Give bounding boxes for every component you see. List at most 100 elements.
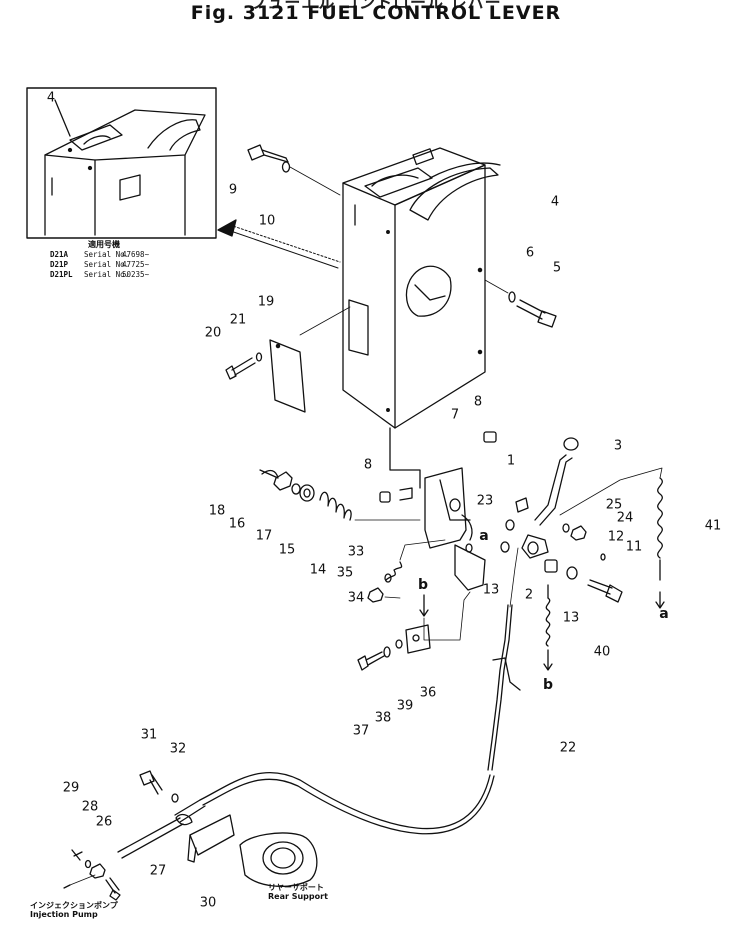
callout-b-lower: b bbox=[542, 677, 554, 693]
spring-40 bbox=[543, 584, 553, 671]
callout-20: 20 bbox=[204, 325, 222, 341]
washer-10 bbox=[281, 161, 341, 196]
callout-39: 39 bbox=[396, 698, 414, 714]
callout-38: 38 bbox=[374, 710, 392, 726]
callout-a-lower: a bbox=[659, 606, 669, 622]
callout-8-lower: 8 bbox=[363, 457, 373, 473]
callout-b-upper: b bbox=[417, 577, 429, 593]
callout-30: 30 bbox=[199, 895, 217, 911]
rear-support-jp: リヤーサポート bbox=[268, 883, 324, 892]
callout-37: 37 bbox=[352, 723, 370, 739]
callout-33: 33 bbox=[347, 544, 365, 560]
injection-pump-en: Injection Pump bbox=[30, 910, 98, 919]
callout-1: 1 bbox=[506, 453, 516, 469]
callout-28: 28 bbox=[81, 799, 99, 815]
spring-41 bbox=[559, 467, 665, 609]
b-arrow-1 bbox=[419, 591, 471, 641]
model: D21P bbox=[50, 260, 69, 269]
lever-1 bbox=[521, 454, 573, 559]
cabinet-housing bbox=[342, 147, 501, 429]
bolt-20 bbox=[225, 357, 256, 380]
bolt-23 bbox=[505, 497, 529, 531]
spacer-15 bbox=[299, 484, 315, 502]
rear-support bbox=[239, 832, 318, 887]
nut-16 bbox=[273, 471, 293, 491]
pin-18 bbox=[259, 469, 279, 479]
washer-38 bbox=[383, 646, 391, 658]
callout-35: 35 bbox=[336, 565, 354, 581]
bolt-37 bbox=[357, 651, 385, 671]
bolt-27 bbox=[105, 877, 121, 901]
washer-13b bbox=[566, 566, 578, 580]
bolt-31 bbox=[139, 770, 163, 795]
bracket-30 bbox=[187, 814, 235, 863]
callout-10: 10 bbox=[258, 213, 276, 229]
callout-6: 6 bbox=[525, 245, 535, 261]
callout-15: 15 bbox=[278, 542, 296, 558]
injection-pump-jp: インジェクションポンプ bbox=[30, 901, 118, 910]
serial-label: Serial No. bbox=[84, 260, 130, 269]
model: D21PL bbox=[50, 270, 73, 279]
callout-4-inset: 4 bbox=[46, 90, 56, 106]
callout-4: 4 bbox=[550, 194, 560, 210]
model: D21A bbox=[50, 250, 69, 259]
inset-row: D21P Serial No.47725~ bbox=[50, 260, 149, 270]
washer-6 bbox=[484, 279, 516, 303]
callout-3: 3 bbox=[613, 438, 623, 454]
bolt-5 bbox=[516, 299, 557, 328]
plate-36 bbox=[405, 624, 431, 654]
callout-29: 29 bbox=[62, 780, 80, 796]
title-japanese: フューエル コントロール レバー bbox=[250, 0, 502, 12]
callout-36: 36 bbox=[419, 685, 437, 701]
bushing-8a bbox=[379, 491, 391, 503]
callout-18: 18 bbox=[208, 503, 226, 519]
bolt-11 bbox=[587, 579, 623, 603]
washer-32 bbox=[171, 793, 179, 803]
callout-40: 40 bbox=[593, 644, 611, 660]
serial-number: 47725~ bbox=[122, 260, 150, 269]
washer-21 bbox=[255, 352, 263, 362]
callout-41: 41 bbox=[704, 518, 722, 534]
inset-row: D21PL Serial No.50235~ bbox=[50, 270, 149, 280]
nut-26 bbox=[63, 863, 106, 889]
callout-7: 7 bbox=[450, 407, 460, 423]
pin-12 bbox=[600, 553, 606, 561]
nut-24 bbox=[570, 525, 587, 541]
callout-19: 19 bbox=[257, 294, 275, 310]
bracket-7 bbox=[389, 427, 486, 591]
washer-13a bbox=[500, 541, 510, 553]
rear-support-en: Rear Support bbox=[268, 892, 328, 901]
callout-14: 14 bbox=[309, 562, 327, 578]
washer-25 bbox=[562, 523, 570, 533]
callout-22: 22 bbox=[559, 740, 577, 756]
rear-support-note: リヤーサポート Rear Support bbox=[268, 883, 328, 901]
callout-12: 12 bbox=[607, 529, 625, 545]
callout-13-left: 13 bbox=[482, 582, 500, 598]
nut-34 bbox=[367, 587, 401, 603]
callout-25: 25 bbox=[605, 497, 623, 513]
callout-21: 21 bbox=[229, 312, 247, 328]
plate-19 bbox=[269, 306, 351, 413]
callout-27: 27 bbox=[149, 863, 167, 879]
bolt-9 bbox=[247, 144, 289, 163]
figure-title: Fig. 3121 FUEL CONTROL LEVER bbox=[190, 2, 562, 24]
callout-9: 9 bbox=[228, 182, 238, 198]
inset-table-header: 適用号機 bbox=[88, 240, 120, 249]
callout-a-upper: a bbox=[479, 528, 489, 544]
serial-number: 50235~ bbox=[122, 270, 150, 279]
pin-29 bbox=[71, 849, 83, 861]
serial-label: Serial No. bbox=[84, 250, 130, 259]
serial-label: Serial No. bbox=[84, 270, 130, 279]
callout-34: 34 bbox=[347, 590, 365, 606]
knob-3 bbox=[563, 437, 579, 451]
nut-35 bbox=[384, 573, 392, 583]
washer-17 bbox=[291, 483, 301, 495]
spring-14 bbox=[319, 491, 421, 521]
callout-5: 5 bbox=[552, 260, 562, 276]
callout-31: 31 bbox=[140, 727, 158, 743]
bushing-8b bbox=[483, 431, 497, 443]
callout-2: 2 bbox=[524, 587, 534, 603]
callout-8-upper: 8 bbox=[473, 394, 483, 410]
